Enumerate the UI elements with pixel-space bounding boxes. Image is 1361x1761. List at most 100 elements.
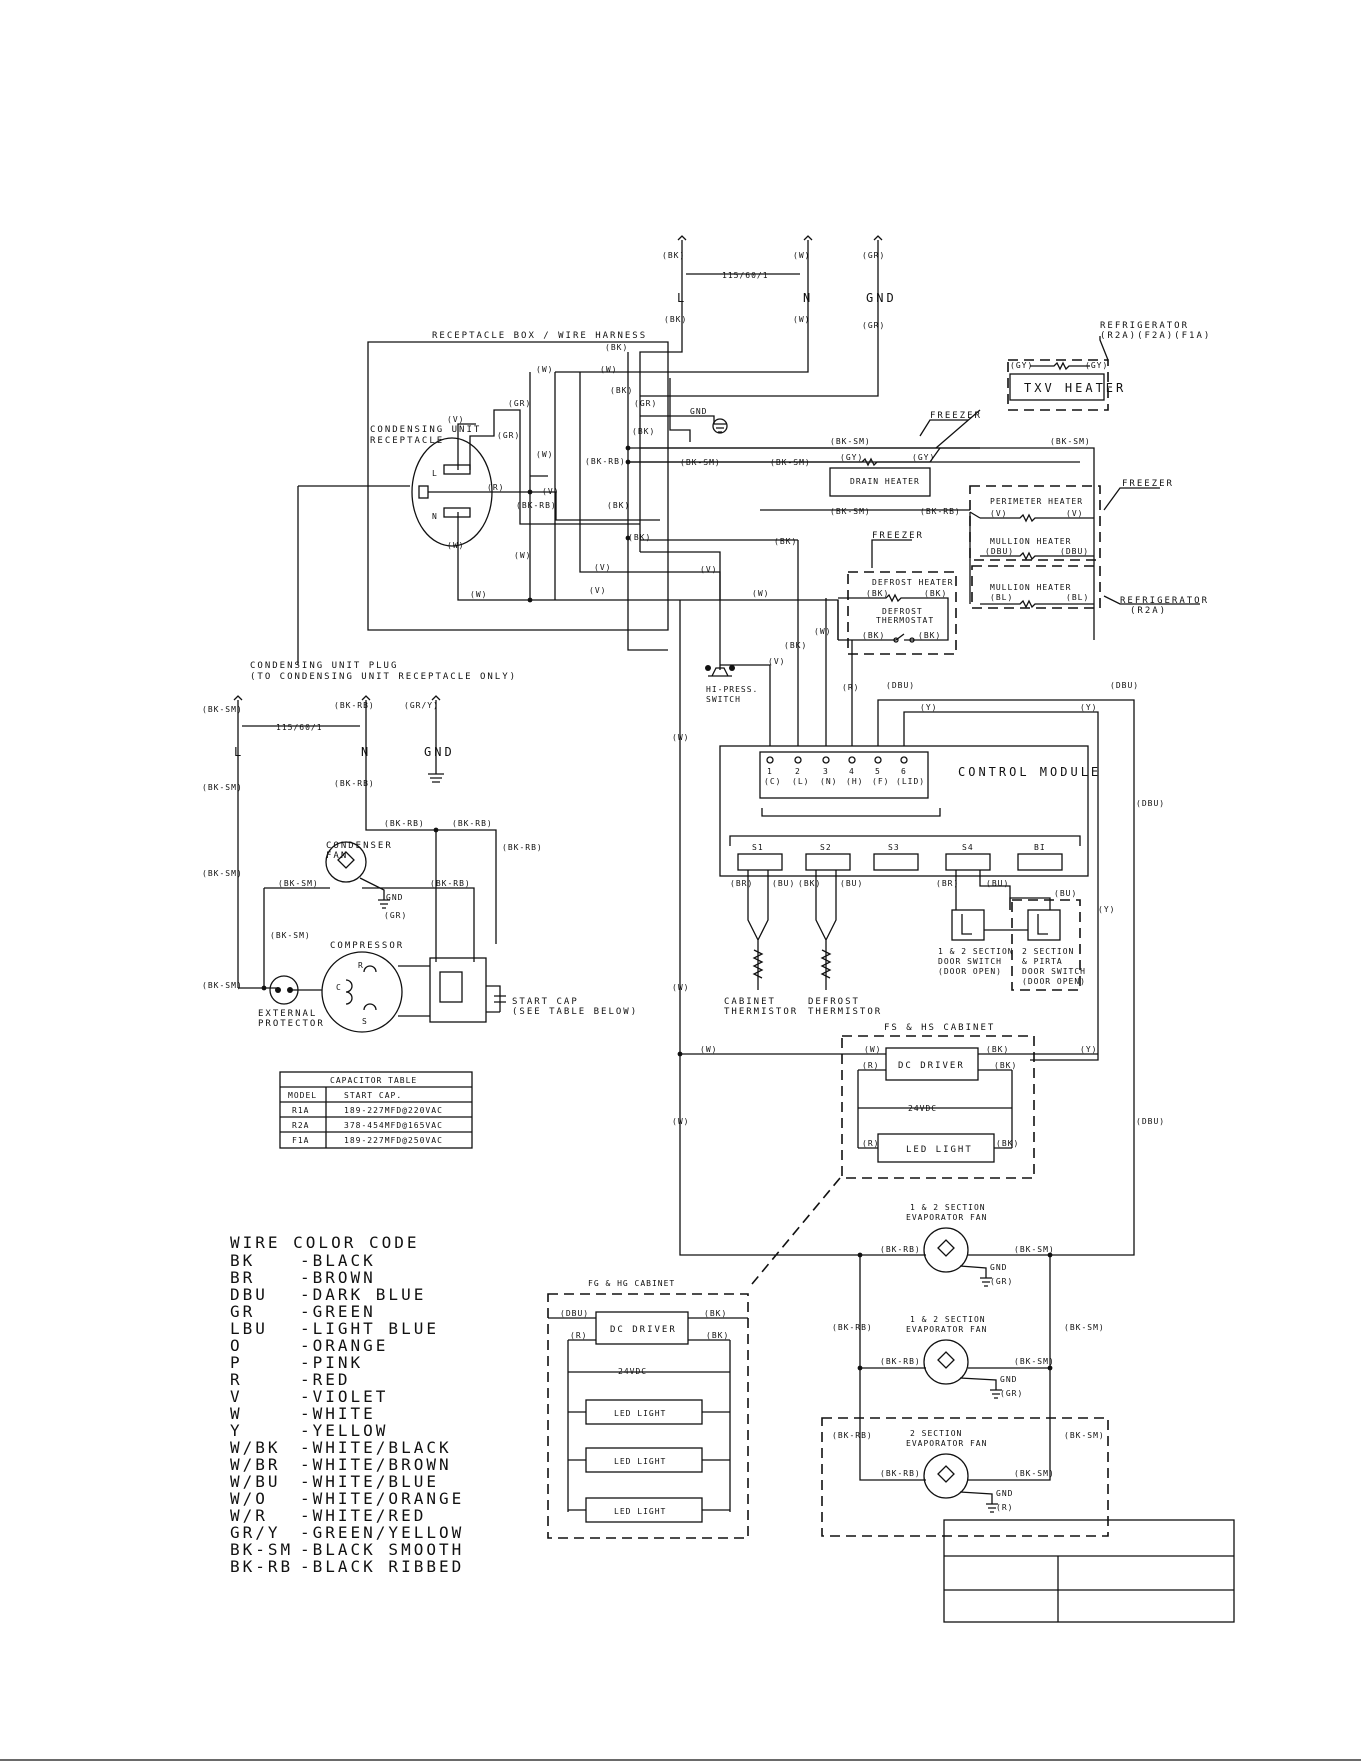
condenser-gnd: GND xyxy=(386,893,403,902)
tag-gy1: (GY) xyxy=(1010,361,1033,370)
color-code-desc: -BROWN xyxy=(300,1268,376,1287)
tag-dbu3: (DBU) xyxy=(886,681,915,690)
cu-receptacle-label-2: RECEPTACLE xyxy=(370,436,444,446)
refrigerator-label-2: (R2A)(F2A)(F1A) xyxy=(1100,331,1211,341)
defrost-thermostat-1: DEFROST xyxy=(882,607,923,616)
evap-fan-2-2: EVAPORATOR FAN xyxy=(906,1325,987,1334)
tag-dbu7: (DBU) xyxy=(560,1309,589,1318)
color-code-desc: -WHITE/RED xyxy=(300,1506,426,1525)
tag-w8: (W) xyxy=(752,589,769,598)
tag-bksm10: (BK-SM) xyxy=(1014,1469,1055,1478)
tag-r3: (R) xyxy=(862,1061,879,1070)
color-code-desc: -WHITE/BLUE xyxy=(300,1472,439,1491)
fs-hs-cabinet: FS & HS CABINET DC DRIVER 24VDC LED LIGH… xyxy=(677,1023,1098,1179)
tag-bksm12: (BK-SM) xyxy=(202,869,243,878)
door-sw2-1: 2 SECTION xyxy=(1022,947,1074,956)
top-n-tag: (W) xyxy=(793,251,810,260)
top-l: L xyxy=(677,291,687,305)
cap-header-model: MODEL xyxy=(288,1091,317,1100)
color-code-desc: -BLACK SMOOTH xyxy=(300,1540,464,1559)
tag-bkrb11: (BK-RB) xyxy=(452,819,493,828)
tag-r5: (R) xyxy=(570,1331,587,1340)
door-sw1-1: 1 & 2 SECTION xyxy=(938,947,1014,956)
tag-bksm2: (BK-SM) xyxy=(770,458,811,467)
left-n-tag: (BK-RB) xyxy=(334,701,375,710)
terminal-5: 5 xyxy=(875,767,881,776)
tag-w10: (W) xyxy=(672,733,689,742)
tag-gy3: (GY) xyxy=(840,453,863,462)
fg-hg-cabinet: FG & HG CABINET DC DRIVER 24VDC LED LIGH… xyxy=(547,1279,749,1539)
fg-hg-cabinet-label: FG & HG CABINET xyxy=(588,1279,675,1288)
svg-text:C: C xyxy=(336,983,342,992)
evap-gnd-1: GND xyxy=(990,1263,1007,1272)
color-code-abbr: BK xyxy=(230,1251,255,1270)
tag-v7: (V) xyxy=(700,565,717,574)
tag-v1: (V) xyxy=(447,415,464,424)
compressor-label: COMPRESSOR xyxy=(330,941,404,951)
cabinet-thermistor-2: THERMISTOR xyxy=(724,1007,798,1017)
tag-bkrb7: (BK-RB) xyxy=(832,1431,873,1440)
fs-vdc: 24VDC xyxy=(908,1104,937,1113)
door-sw1-2: DOOR SWITCH xyxy=(938,957,1002,966)
tag-v5: (V) xyxy=(1066,509,1083,518)
tag-bkrb10: (BK-RB) xyxy=(384,819,425,828)
tag-bu4: (BU) xyxy=(1054,889,1077,898)
tag-bkrb5: (BK-RB) xyxy=(832,1323,873,1332)
tag-y1: (Y) xyxy=(920,703,937,712)
tag-v2: (V) xyxy=(542,487,559,496)
tag-y3: (Y) xyxy=(1098,905,1115,914)
tag-w11: (W) xyxy=(672,983,689,992)
color-code-abbr: W/BK xyxy=(230,1438,281,1457)
drain-heater: DRAIN HEATER xyxy=(850,477,920,486)
tag-y2: (Y) xyxy=(1080,703,1097,712)
door-sw2-2: & PIRTA xyxy=(1022,957,1063,966)
tag-dbu4: (DBU) xyxy=(1110,681,1139,690)
tag-bk12: (BK) xyxy=(784,641,807,650)
fs-hs-cabinet-label: FS & HS CABINET xyxy=(884,1023,995,1033)
left-gnd: GND xyxy=(424,745,455,759)
tag-bk11: (BK) xyxy=(774,537,797,546)
color-code-abbr: BK-SM xyxy=(230,1540,293,1559)
tag-v6: (V) xyxy=(594,563,611,572)
top-gnd: GND xyxy=(866,291,897,305)
tag-bkrb8: (BK-RB) xyxy=(880,1469,921,1478)
tag-bu2: (BU) xyxy=(840,879,863,888)
color-code-title: WIRE COLOR CODE xyxy=(230,1233,420,1252)
tag-bksm6: (BK-SM) xyxy=(1014,1245,1055,1254)
left-supply: CONDENSING UNIT PLUG (TO CONDENSING UNIT… xyxy=(202,485,515,990)
color-code-abbr: GR/Y xyxy=(230,1523,281,1542)
top-l-tag: (BK) xyxy=(662,251,685,260)
refrigerator-r2a-1: REFRIGERATOR xyxy=(1120,596,1209,606)
svg-text:L: L xyxy=(432,469,438,478)
fg-led-light-3: LED LIGHT xyxy=(614,1507,666,1516)
terminal-1: 1 xyxy=(767,767,773,776)
tag-bk: (BK) xyxy=(664,315,687,324)
tag-r4: (R) xyxy=(862,1139,879,1148)
tag-w14: (W) xyxy=(864,1045,881,1054)
cap-row1-model: R1A xyxy=(292,1106,309,1115)
color-code-abbr: W xyxy=(230,1404,243,1423)
tag-gr2: (GR) xyxy=(497,431,520,440)
hi-press-1: HI-PRESS. xyxy=(706,685,758,694)
tag-dbu6: (DBU) xyxy=(1136,1117,1165,1126)
color-code-desc: -BLACK xyxy=(300,1251,376,1270)
title-block-frame xyxy=(943,1519,1235,1623)
cabinet-leader xyxy=(751,1177,841,1285)
tag-gy2: (GY) xyxy=(1085,361,1108,370)
tag-bksm7: (BK-SM) xyxy=(1064,1323,1105,1332)
tag-bk18: (BK) xyxy=(706,1331,729,1340)
tag-r6: (R) xyxy=(996,1503,1013,1512)
cap-row2-model: R2A xyxy=(292,1121,309,1130)
condenser-fan-1: CONDENSER xyxy=(326,841,393,851)
tag-gy4: (GY) xyxy=(912,453,935,462)
tag-r1: (R) xyxy=(487,483,504,492)
freezer-label-3: FREEZER xyxy=(872,531,924,541)
tag-w3: (W) xyxy=(470,590,487,599)
ext-protector-1: EXTERNAL xyxy=(258,1009,317,1019)
tag-bksm8: (BK-SM) xyxy=(1014,1357,1055,1366)
left-gnd-tag: (GR/Y) xyxy=(404,701,439,710)
door-sw2-3: DOOR SWITCH xyxy=(1022,967,1086,976)
tag-bkrb4: (BK-RB) xyxy=(880,1245,921,1254)
tag-w7: (W) xyxy=(514,551,531,560)
